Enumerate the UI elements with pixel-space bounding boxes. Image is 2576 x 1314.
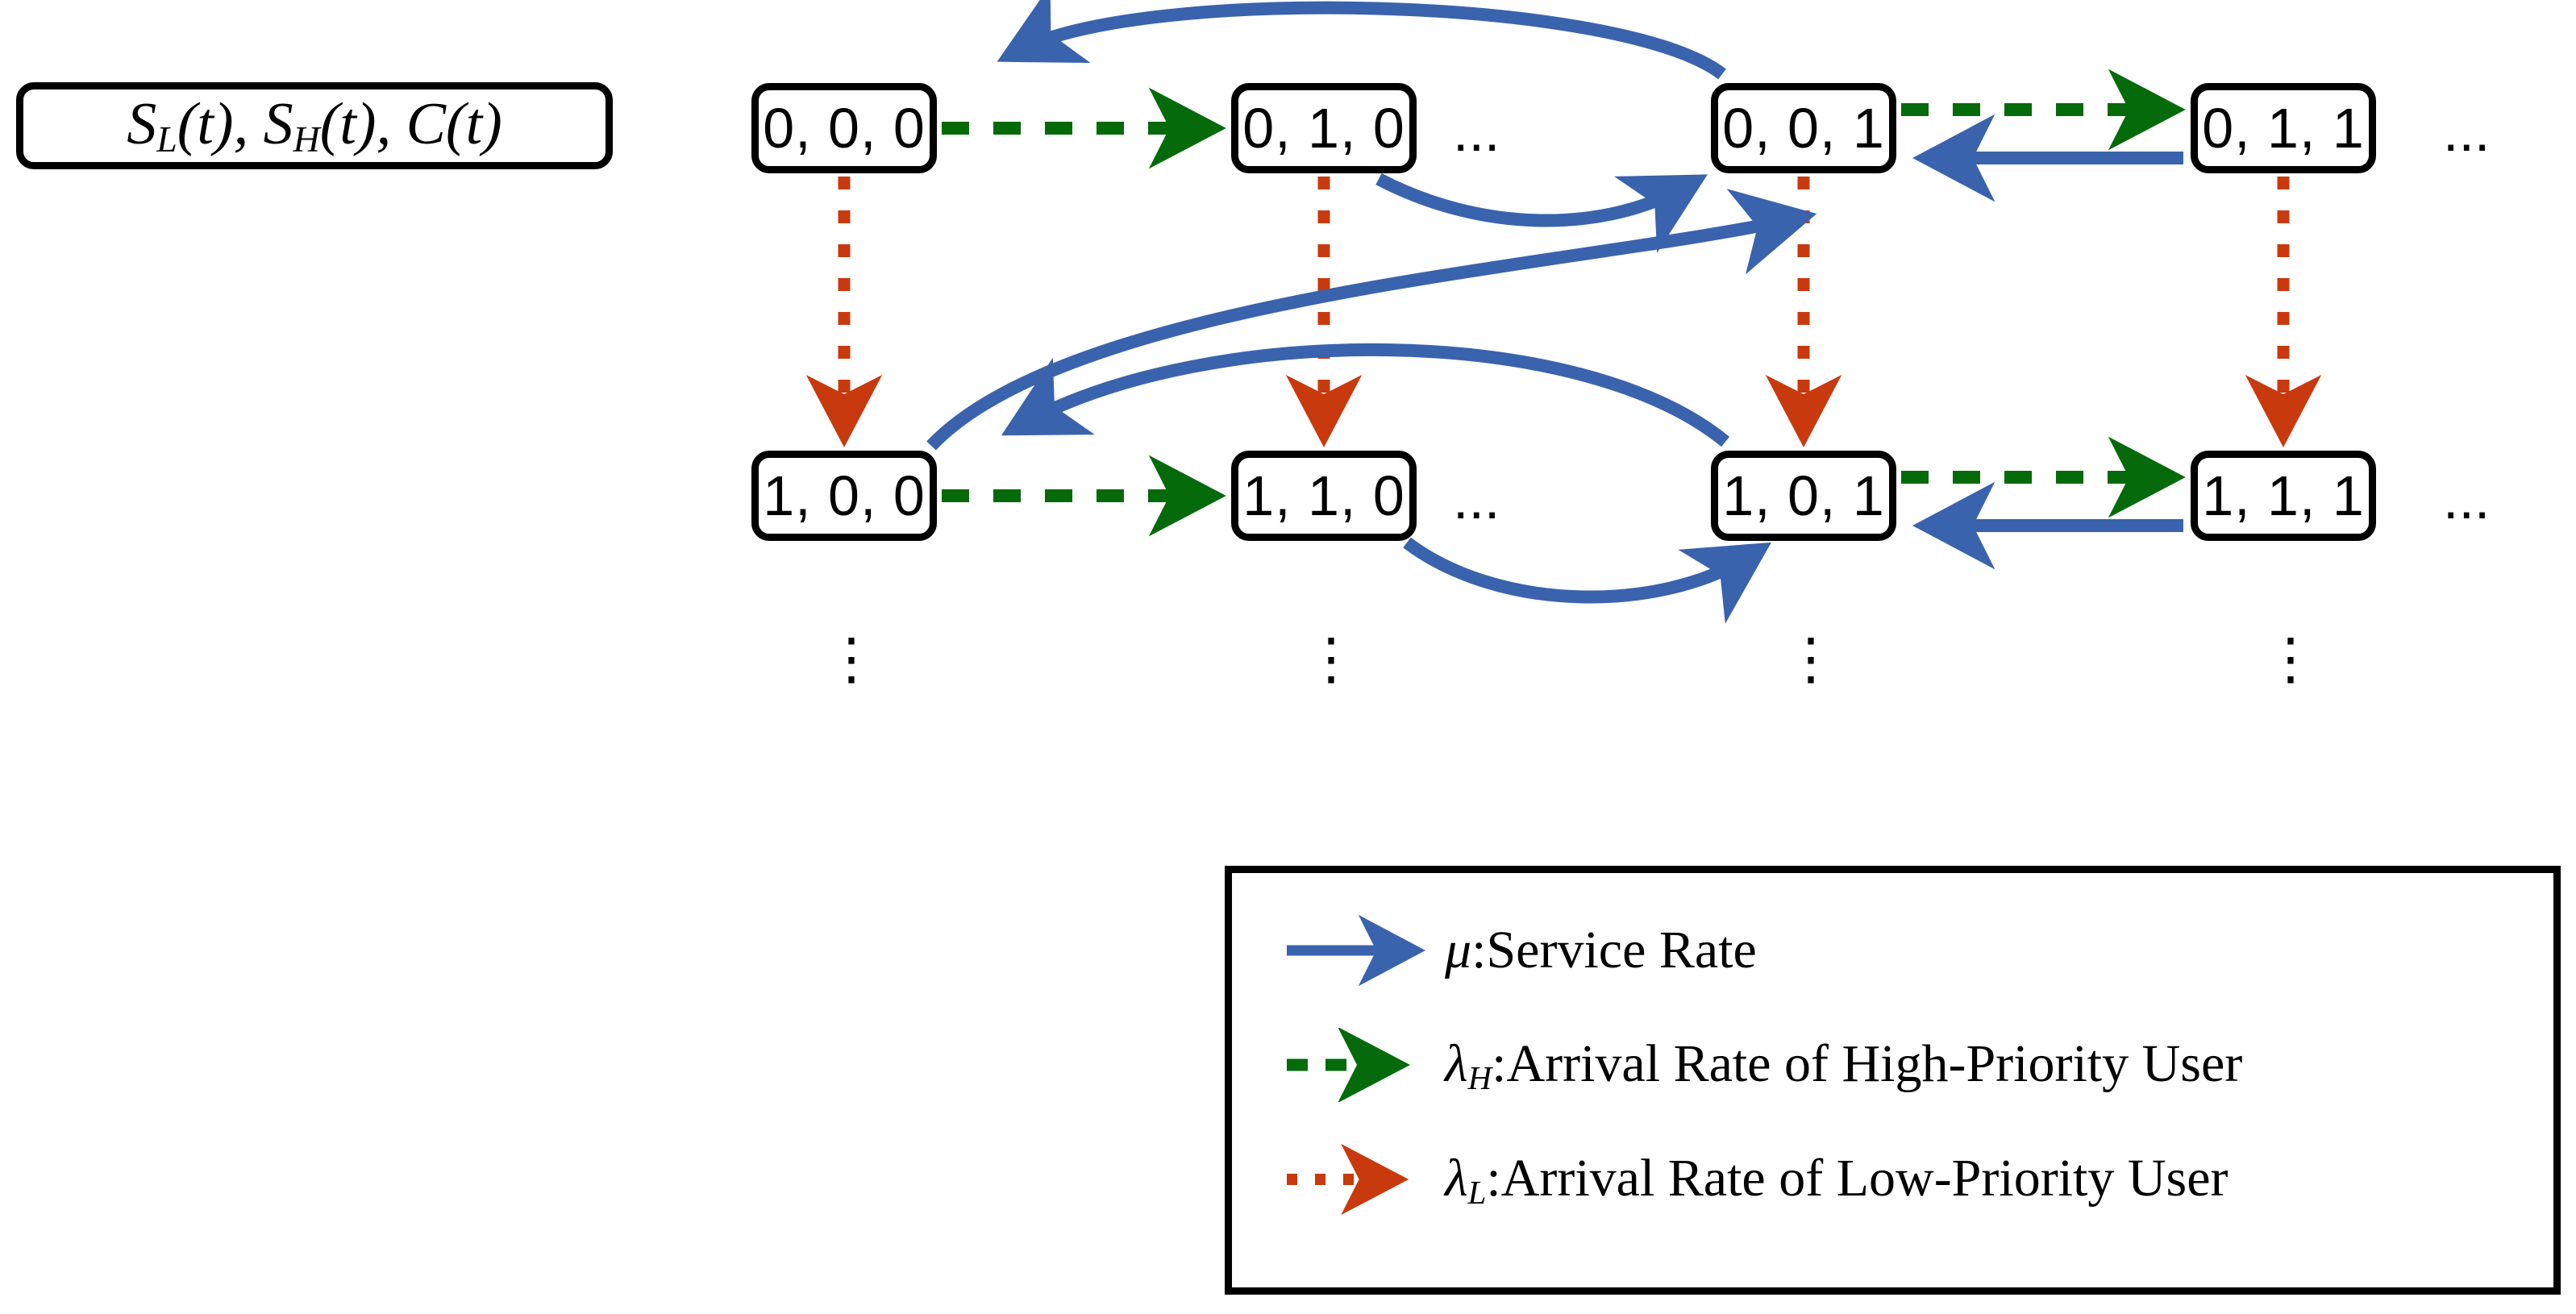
column-ellipsis-0: ⋮: [823, 627, 880, 690]
state-node-110[interactable]: 1, 1, 0: [1231, 451, 1417, 541]
arrow-001-to-000: [997, 0, 1726, 80]
arrow-group-high-priority-arrivals: [942, 69, 2186, 537]
row-0-ellipsis-middle: ...: [1453, 100, 1500, 163]
legend-entry-low-priority-arrival-rate: λL:Arrival Rate of Low-Priority User: [1284, 1142, 2228, 1216]
state-node-label: 0, 0, 1: [1722, 97, 1885, 160]
arrow-110-to-101: [1403, 537, 1772, 624]
arrow-010-to-001: [1375, 173, 1708, 253]
state-node-label: 0, 1, 1: [2202, 97, 2365, 160]
arrow-101-to-100: [1001, 343, 1730, 447]
state-node-010[interactable]: 0, 1, 0: [1231, 83, 1417, 173]
legend-sample-dashed-green-arrow: [1284, 1026, 1445, 1104]
legend-sample-dotted-red-arrow: [1284, 1142, 1445, 1216]
row-1-ellipsis-end: ...: [2443, 468, 2491, 530]
arrow-group-service-rate: [926, 0, 2183, 624]
row-1-ellipsis-middle: ...: [1453, 468, 1500, 530]
state-node-label: 0, 1, 0: [1242, 97, 1405, 160]
legend-label-high-priority-arrival-rate: λH:Arrival Rate of High-Priority User: [1445, 1033, 2243, 1096]
legend-label-service-rate: μ:Service Rate: [1445, 921, 1757, 979]
row-0-ellipsis-end: ...: [2443, 100, 2491, 163]
legend-label-low-priority-arrival-rate: λL:Arrival Rate of Low-Priority User: [1445, 1148, 2229, 1211]
state-node-011[interactable]: 0, 1, 1: [2191, 83, 2376, 173]
column-ellipsis-1: ⋮: [1303, 627, 1359, 690]
legend-entry-high-priority-arrival-rate: λH:Arrival Rate of High-Priority User: [1284, 1026, 2243, 1104]
state-node-label: 1, 1, 1: [2202, 464, 2365, 527]
state-node-label: 1, 0, 1: [1722, 464, 1885, 527]
state-node-100[interactable]: 1, 0, 0: [751, 451, 937, 541]
state-node-label: 1, 1, 0: [1242, 464, 1405, 527]
legend-box: μ:Service Rate λH:Arrival Rate of High-P…: [1225, 866, 2561, 1295]
state-variable-definition-box: SL(t), SH(t), C(t): [16, 82, 613, 169]
state-node-label: 1, 0, 0: [763, 464, 926, 527]
legend-entry-service-rate: μ:Service Rate: [1284, 913, 1757, 988]
column-ellipsis-3: ⋮: [2262, 627, 2319, 690]
state-node-000[interactable]: 0, 0, 0: [751, 83, 937, 173]
state-node-001[interactable]: 0, 0, 1: [1711, 83, 1896, 173]
state-node-111[interactable]: 1, 1, 1: [2191, 451, 2376, 541]
column-ellipsis-2: ⋮: [1783, 627, 1839, 690]
state-node-101[interactable]: 1, 0, 1: [1711, 451, 1896, 541]
state-variable-label: SL(t), SH(t), C(t): [127, 91, 502, 160]
state-node-label: 0, 0, 0: [763, 97, 926, 160]
legend-sample-solid-blue-arrow: [1284, 913, 1445, 988]
